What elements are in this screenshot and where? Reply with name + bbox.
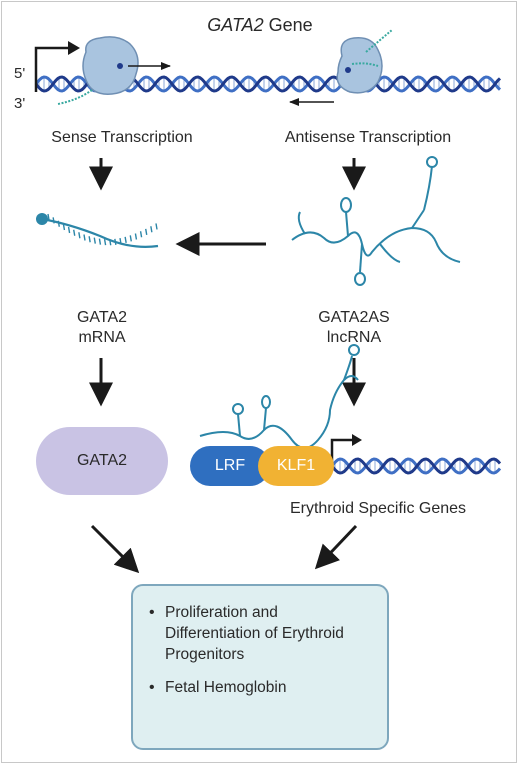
mrna-base [114,238,117,245]
title-suffix: Gene [263,15,313,35]
antisense-transcription-label: Antisense Transcription [284,129,452,146]
gata2-protein: GATA2 [36,427,168,495]
mrna-label-line2: mRNA [78,329,126,346]
mrna-base [67,226,71,234]
dna-strand [330,457,502,475]
sense-transcription-label: Sense Transcription [51,129,193,146]
mrna-base [139,231,143,238]
mrna-base [119,237,122,245]
outcome-list: Proliferation and Differentiation of Ery… [133,586,387,698]
mrna-base [134,233,138,240]
diagram-title: GATA2 Gene [130,14,390,36]
mrna-base [47,213,50,221]
dna-strand [330,457,502,475]
outcome-item-proliferation: Proliferation and Differentiation of Ery… [149,602,377,665]
lrf-protein-label: LRF [214,457,246,474]
mrna-base [145,228,148,235]
erythroid-tss-arrowhead [352,434,362,446]
mrna-base [88,236,91,243]
mrna-base [78,232,81,239]
three-prime-label: 3' [14,95,26,112]
mrna-base [150,226,153,233]
lncrna-label-line2: lncRNA [326,329,382,346]
outcome-item-fetal-hemoglobin: Fetal Hemoglobin [149,677,377,698]
sense-tss-arrowhead [68,41,80,55]
bound-lncrna [199,344,360,449]
outcome-box: Proliferation and Differentiation of Ery… [131,584,389,750]
arrow-erythroid-to-outcome [314,524,358,570]
antisense-polymerase [336,37,383,94]
mrna-base [83,234,86,241]
mrna-base [129,235,132,242]
five-prime-label: 5' [14,65,26,82]
lncrna-label-line1: GATA2AS [318,309,390,326]
sense-tss-arrow [34,46,70,92]
lrf-protein: LRF [190,446,270,486]
gene-name: GATA2 [207,15,264,35]
mrna-label-line1: GATA2 [76,309,128,326]
rna-strand [57,89,93,105]
sense-polymerase [82,36,139,95]
mrna-base [124,236,127,244]
mrna-base [98,238,102,245]
mrna-base [155,223,158,230]
gata2as-lncrna-molecule [291,156,461,286]
mrna-base [73,229,76,236]
mrna-base [62,223,66,231]
klf1-protein-label: KLF1 [276,457,316,474]
mrna-base [52,217,55,224]
mrna-base [103,239,107,246]
arrow-gata2-to-outcome [90,524,140,574]
mrna-base [93,237,96,244]
gata2-protein-label: GATA2 [76,452,128,469]
mrna-base [109,239,112,246]
erythroid-dna-helix [330,457,502,475]
sense-nascent-rna [57,89,93,105]
erythroid-genes-label: Erythroid Specific Genes [289,500,467,517]
klf1-protein: KLF1 [258,446,334,486]
mrna-base [57,220,60,227]
gata2-mrna-molecule [36,213,159,248]
